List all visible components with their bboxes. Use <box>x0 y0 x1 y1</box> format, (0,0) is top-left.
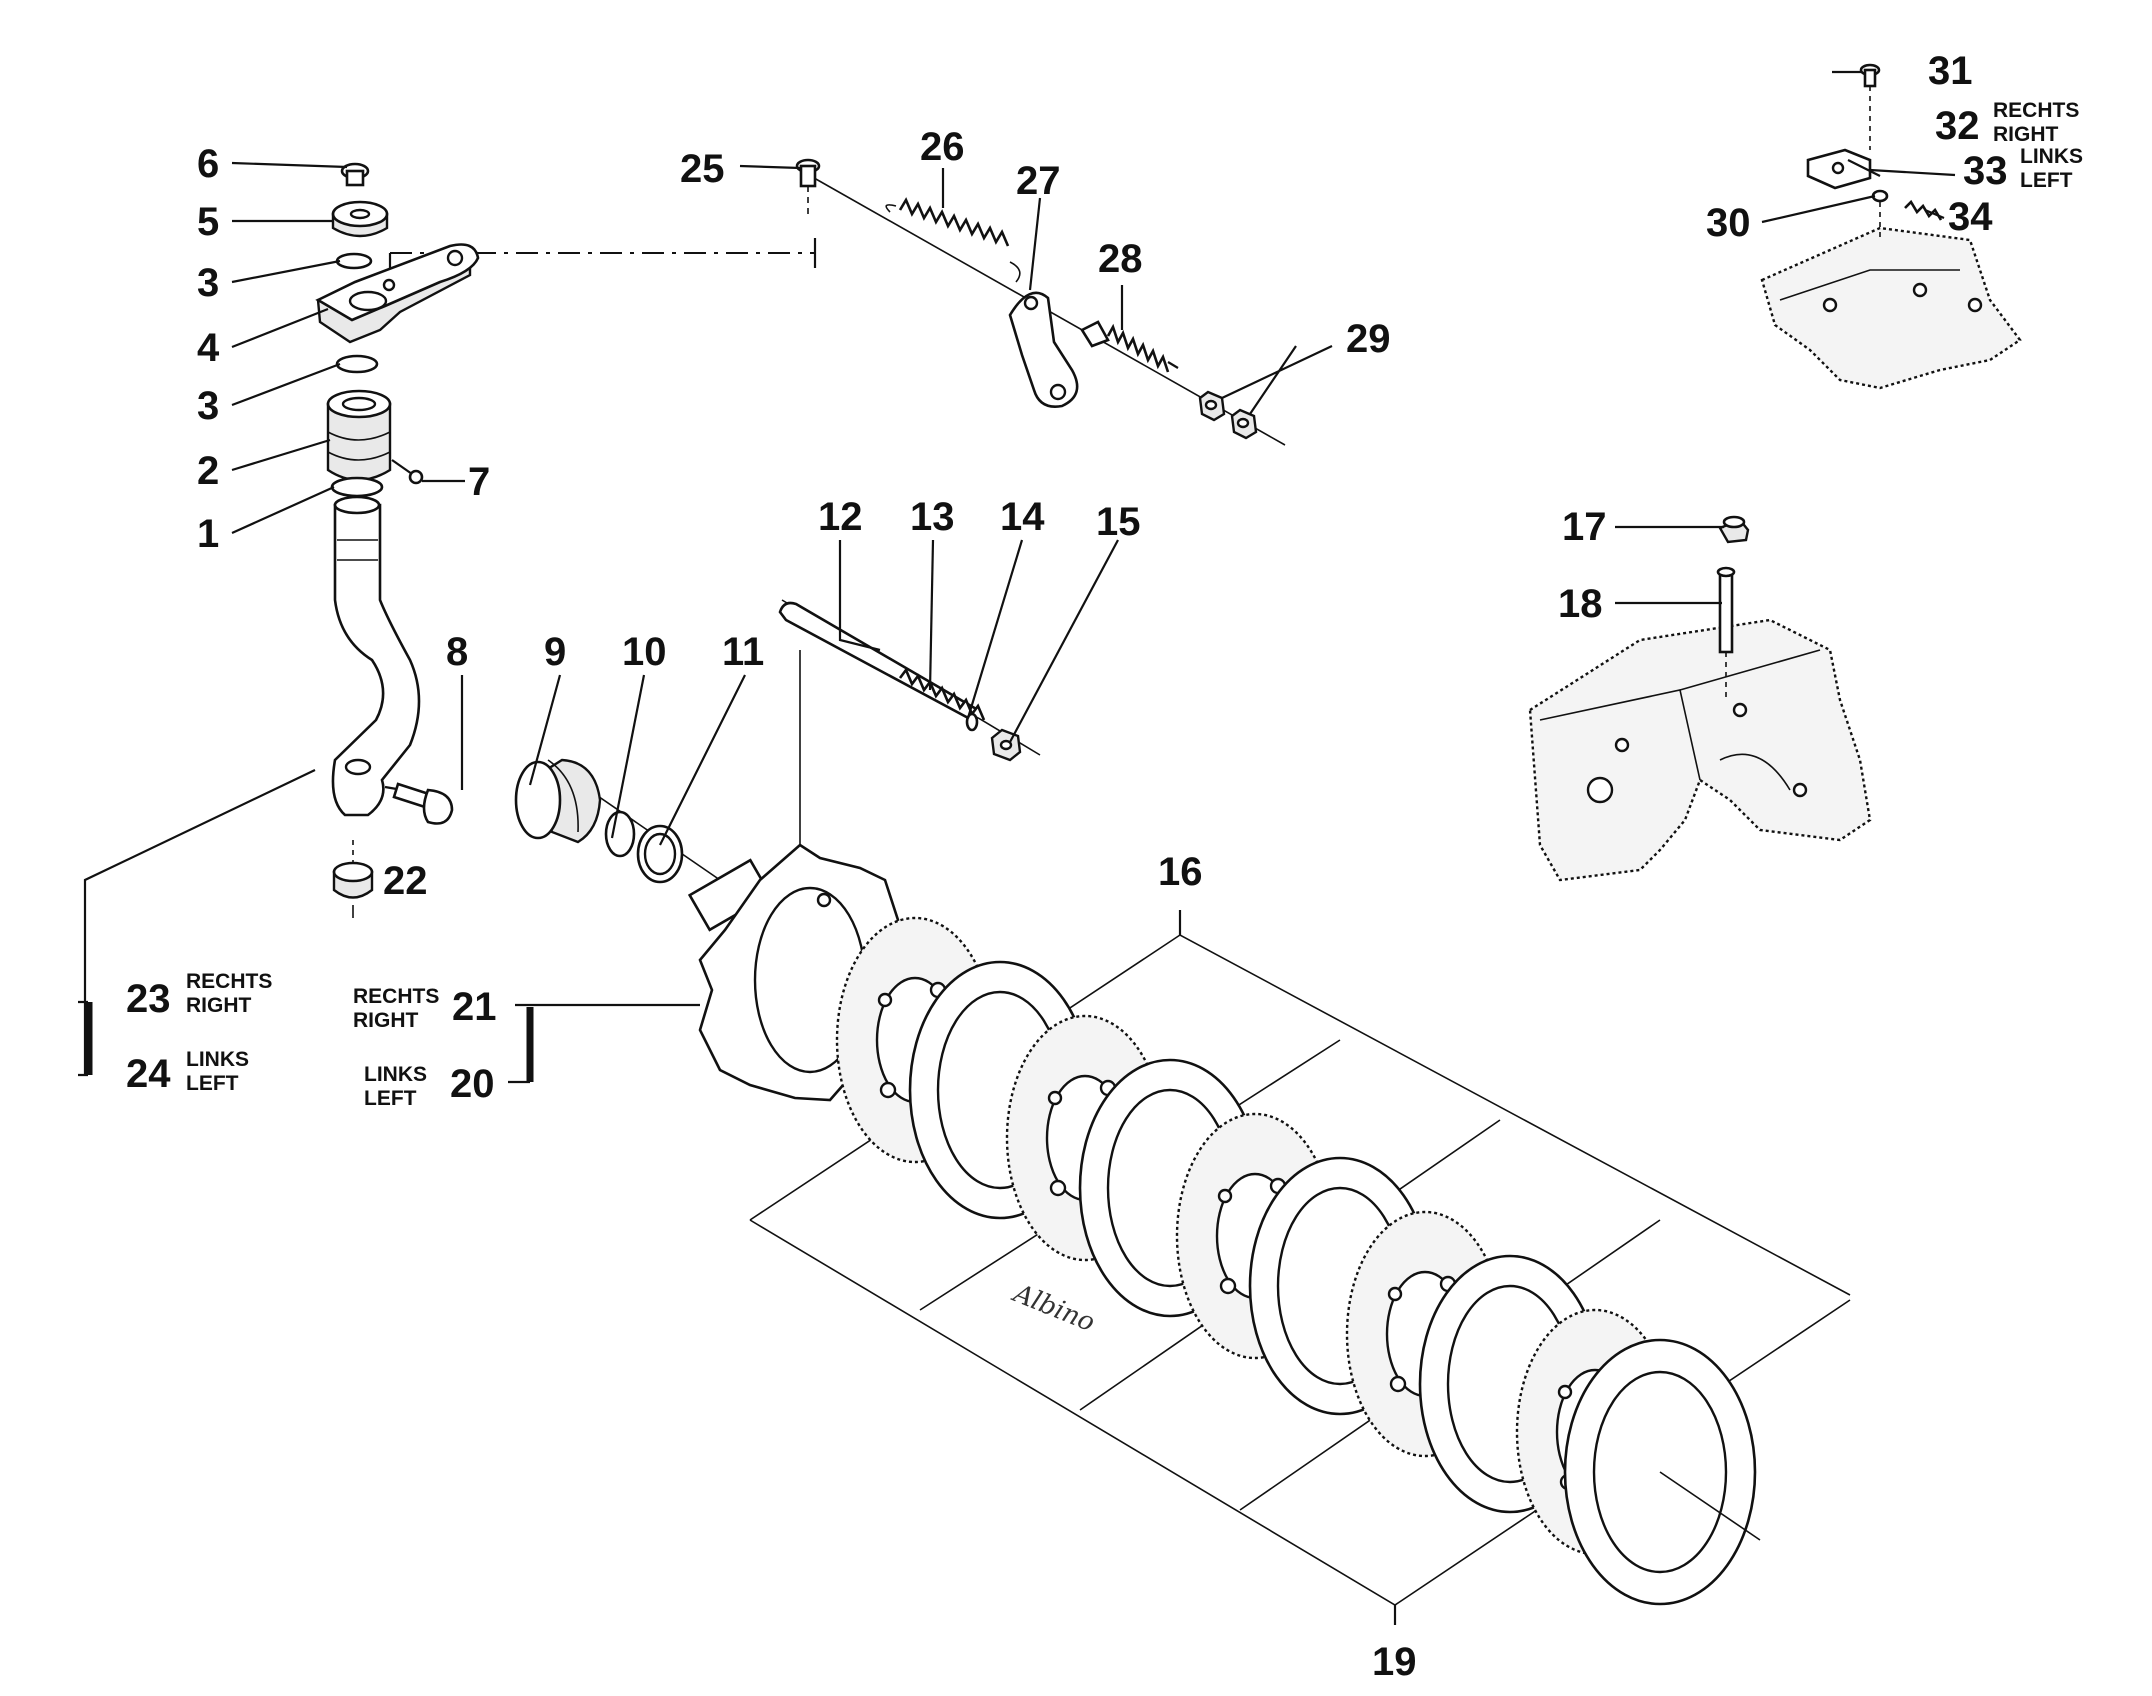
label-12: 12 <box>818 495 863 539</box>
piston-group <box>514 758 721 884</box>
circlip-3-upper <box>335 252 373 270</box>
qualifier-33-left: LEFT <box>2020 169 2073 192</box>
washer-14 <box>965 712 979 732</box>
label-31: 31 <box>1928 49 1973 93</box>
screw-6 <box>340 162 370 187</box>
bracket-32-33 <box>1806 148 1872 190</box>
label-30: 30 <box>1706 201 1751 245</box>
side-qualifiers: RECHTS RIGHT LINKS LEFT RECHTS RIGHT LIN… <box>186 99 2083 1110</box>
lever-27 <box>1008 291 1079 408</box>
part-labels: 6 5 3 4 3 2 1 7 8 9 10 11 12 13 14 15 16… <box>126 49 2008 1684</box>
label-26: 26 <box>920 125 965 169</box>
clutch-disc-stack: Albino <box>687 843 1851 1625</box>
oring-10 <box>604 810 636 858</box>
label-13: 13 <box>910 495 955 539</box>
label-33: 33 <box>1963 149 2008 193</box>
label-3-upper: 3 <box>197 261 219 305</box>
pin-34 <box>1904 199 1943 221</box>
screw-25 <box>795 158 821 215</box>
label-23: 23 <box>126 977 171 1021</box>
label-18: 18 <box>1558 582 1603 626</box>
washer-5 <box>331 200 389 238</box>
cap-22 <box>332 840 374 918</box>
label-19: 19 <box>1372 1640 1417 1684</box>
qualifier-21-right: RIGHT <box>353 1009 419 1032</box>
linkage-assembly <box>795 158 1286 446</box>
plug-17 <box>1718 515 1750 544</box>
ring-11 <box>636 824 684 884</box>
label-17: 17 <box>1562 505 1607 549</box>
label-21: 21 <box>452 985 497 1029</box>
label-24: 24 <box>126 1052 171 1096</box>
steering-arm-4 <box>315 243 480 344</box>
circlip-3-lower <box>335 354 379 374</box>
spring-28 <box>1080 320 1179 373</box>
bolt-8 <box>384 782 454 825</box>
label-8: 8 <box>446 630 468 674</box>
label-4: 4 <box>197 326 220 370</box>
screw-31 <box>1859 63 1881 150</box>
label-11: 11 <box>722 630 764 674</box>
label-20: 20 <box>450 1062 495 1106</box>
qualifier-20-left: LEFT <box>364 1087 417 1110</box>
nut-15 <box>990 728 1022 762</box>
qualifier-20-links: LINKS <box>364 1063 427 1086</box>
qualifier-23-rechts: RECHTS <box>186 970 272 993</box>
qualifier-23-right: RIGHT <box>186 994 252 1017</box>
signature-text: Albino <box>1008 1278 1099 1338</box>
label-5: 5 <box>197 200 219 244</box>
label-6: 6 <box>197 142 219 186</box>
steering-arm-assembly <box>315 162 817 918</box>
nipple-7 <box>391 459 424 485</box>
label-22: 22 <box>383 859 428 903</box>
housing-lower <box>1528 618 1872 882</box>
label-10: 10 <box>622 630 667 674</box>
piston-9 <box>514 758 602 844</box>
label-25: 25 <box>680 147 725 191</box>
label-3-lower: 3 <box>197 384 219 428</box>
label-28: 28 <box>1098 237 1143 281</box>
label-29: 29 <box>1346 317 1391 361</box>
label-1: 1 <box>197 512 219 556</box>
seal-ring-1 <box>330 476 384 498</box>
pin-18 <box>1716 566 1736 700</box>
label-27: 27 <box>1016 159 1061 203</box>
pin-assembly <box>778 599 1041 845</box>
label-32: 32 <box>1935 104 1980 148</box>
qualifier-32-rechts: RECHTS <box>1993 99 2079 122</box>
leader-lines <box>78 70 1956 1084</box>
label-34: 34 <box>1948 195 1993 239</box>
qualifier-21-rechts: RECHTS <box>353 985 439 1008</box>
spring-26 <box>885 197 1021 283</box>
nuts-29 <box>1198 390 1258 440</box>
qualifier-24-left: LEFT <box>186 1072 239 1095</box>
label-15: 15 <box>1096 500 1141 544</box>
label-16: 16 <box>1158 850 1203 894</box>
housing-upper <box>1760 226 2022 390</box>
qualifier-32-right: RIGHT <box>1993 123 2059 146</box>
qualifier-33-links: LINKS <box>2020 145 2083 168</box>
bushing-2 <box>326 389 392 482</box>
label-7: 7 <box>468 460 490 504</box>
label-9: 9 <box>544 630 566 674</box>
knuckle-shaft <box>331 495 421 817</box>
steel-plate-5 <box>1563 1338 1761 1606</box>
label-2: 2 <box>197 449 219 493</box>
label-14: 14 <box>1000 495 1045 539</box>
qualifier-24-links: LINKS <box>186 1048 249 1071</box>
